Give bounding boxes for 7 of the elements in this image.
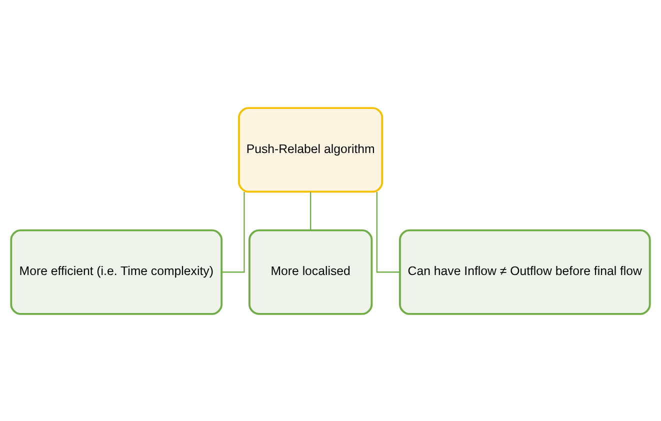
node-box: Can have Inflow ≠ Outflow before final flow [398, 228, 651, 314]
node-box: More localised [248, 228, 373, 314]
connector [222, 191, 245, 272]
connector [376, 191, 400, 272]
connector [310, 191, 312, 230]
node-box: More efficient (i.e. Time complexity) [10, 228, 223, 314]
node-box: Push-Relabel algorithm [238, 106, 384, 192]
